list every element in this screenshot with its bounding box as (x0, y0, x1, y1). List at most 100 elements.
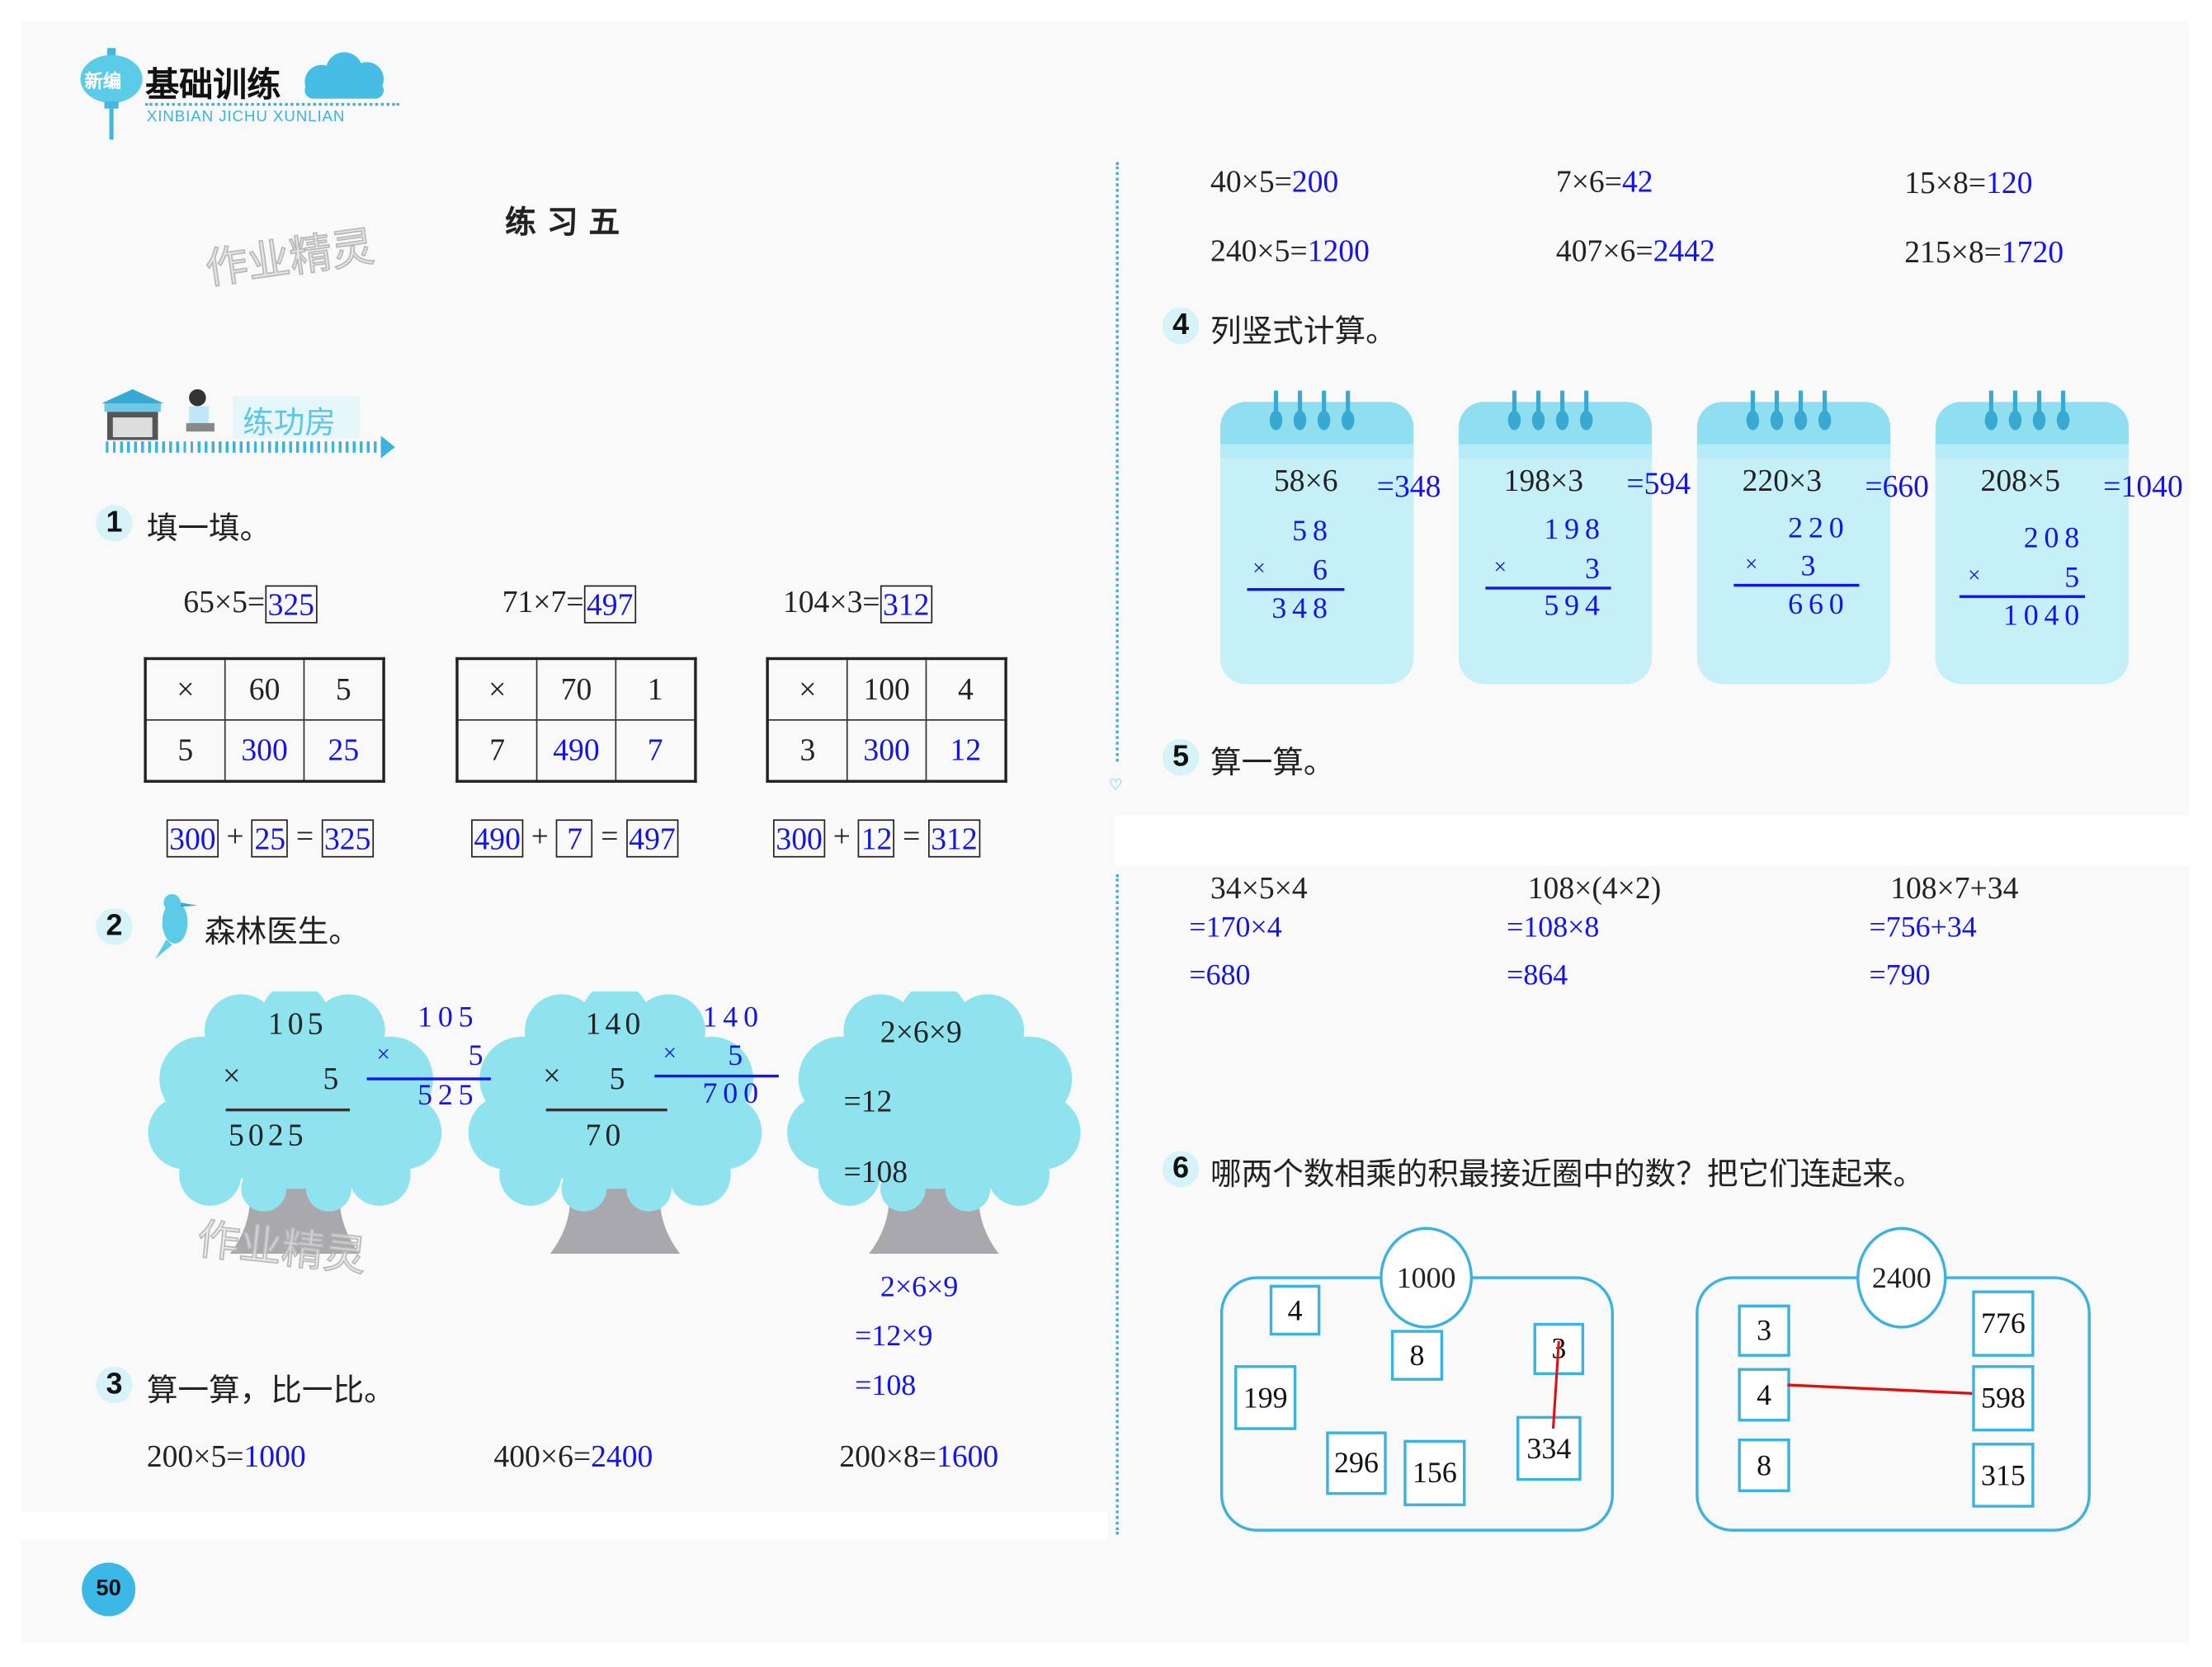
lesson-title: 练 习 五 (505, 205, 620, 242)
lantern-logo-icon (79, 48, 144, 147)
equation: 40×5=200 (1210, 163, 1338, 200)
column-divider (1115, 874, 1119, 1535)
equation-expr: 407×6= (1555, 233, 1653, 268)
sum-equation: 490 + 7 = 497 (471, 817, 679, 859)
ring-icon (1269, 390, 1283, 433)
banner-ruler (106, 441, 383, 453)
correction-line: =12×9 (855, 1318, 933, 1353)
question-number: 3 (96, 1366, 133, 1404)
answer-box: 300 (166, 820, 219, 859)
column-divider (1115, 162, 1119, 762)
tree-calc-factor: 5 (323, 1060, 339, 1096)
vertical-mul: × (1252, 557, 1266, 582)
target-circle: 1000 (1380, 1227, 1474, 1329)
equals-sign: = (903, 817, 921, 854)
number-box[interactable]: 3 (1738, 1304, 1790, 1357)
equation: 240×5=1200 (1210, 233, 1370, 269)
expression: 34×5×4 (1210, 869, 1308, 906)
number-box[interactable]: 156 (1403, 1439, 1466, 1507)
vertical-rule (1485, 586, 1611, 589)
page-number: 50 (82, 1562, 136, 1617)
number-box[interactable]: 4 (1738, 1368, 1790, 1422)
correction-top: 140 (702, 1000, 764, 1034)
correction-rule (366, 1077, 492, 1081)
question-title: 森林医生。 (204, 915, 361, 951)
vertical-top: 198 (1544, 511, 1606, 546)
number-box[interactable]: 8 (1738, 1438, 1790, 1492)
number-box[interactable]: 296 (1326, 1431, 1387, 1495)
tree-calc-line: =12 (843, 1083, 893, 1118)
table-cell: 1 (615, 657, 696, 721)
cloud-icon (294, 51, 389, 107)
target-circle: 2400 (1856, 1227, 1947, 1329)
number-box[interactable]: 199 (1234, 1365, 1297, 1430)
answer-box: 312 (880, 586, 932, 624)
answer-cell: 7 (615, 719, 696, 783)
number-box[interactable]: 598 (1972, 1365, 2035, 1432)
vertical-result: 1040 (2002, 597, 2086, 632)
vertical-result: 348 (1271, 591, 1333, 625)
number-box[interactable]: 8 (1390, 1330, 1444, 1381)
section-banner: 练功房 (243, 406, 336, 442)
number-box[interactable]: 4 (1269, 1284, 1321, 1336)
answer: 42 (1621, 163, 1653, 200)
vertical-factor: 5 (2064, 559, 2086, 594)
ring-icon (2008, 390, 2022, 433)
arrow-icon (380, 436, 395, 459)
ring-icon (2032, 390, 2046, 433)
vertical-factor: 3 (1584, 551, 1606, 586)
woodpecker-icon (147, 892, 200, 968)
question-number: 5 (1162, 738, 1200, 776)
question-title: 算一算，比一比。 (146, 1373, 395, 1410)
vertical-factor: 6 (1312, 553, 1333, 587)
equation-expr: 7×6= (1555, 163, 1622, 200)
tree-calc-mul: × (223, 1057, 241, 1094)
answer-box: 325 (321, 820, 374, 859)
step: =680 (1189, 957, 1251, 991)
ring-icon (1531, 390, 1545, 433)
correction-result: 525 (417, 1077, 479, 1112)
ring-icon (1579, 390, 1593, 433)
equation: 407×6=2442 (1556, 233, 1715, 269)
table-cell: × (456, 657, 538, 721)
vertical-top: 58 (1292, 513, 1333, 548)
answer: 2442 (1653, 233, 1715, 268)
number-box[interactable]: 315 (1972, 1443, 2035, 1508)
expression: 108×7+34 (1890, 869, 2019, 906)
workbook-pinyin: XINBIAN JICHU XUNLIAN (146, 108, 346, 126)
number-box[interactable]: 776 (1972, 1290, 2035, 1357)
correction-mul: × (376, 1040, 390, 1068)
temple-icon (99, 384, 167, 449)
equation-expr: 240×5= (1210, 233, 1308, 268)
answer-box: 7 (556, 820, 593, 859)
equation: 15×8=120 (1904, 165, 2032, 201)
logo-badge: 新编 (84, 72, 122, 93)
equation: 7×6=42 (1556, 163, 1653, 200)
answer: 120 (1986, 165, 2033, 200)
equals-sign: = (601, 817, 619, 854)
correction-line: =108 (855, 1368, 917, 1402)
equation-expr: 71×7= (502, 583, 584, 619)
ring-icon (1317, 390, 1331, 433)
number-box[interactable]: 3 (1533, 1322, 1585, 1376)
equation-expr: 200×8= (839, 1438, 937, 1474)
vertical-calc-expr: 208×5 (1980, 462, 2061, 498)
correction-factor: 5 (468, 1038, 483, 1072)
answer: 1000 (243, 1438, 306, 1474)
notepad-body (1696, 444, 1891, 685)
answer: 1200 (1307, 233, 1370, 268)
answer: 1600 (936, 1438, 999, 1474)
notepad-body (1935, 444, 2129, 685)
correction-top: 105 (417, 1000, 479, 1034)
notepad-card: 58×6 =348 58 × 6 348 (1219, 390, 1441, 685)
table-cell: 4 (925, 657, 1007, 721)
banner-label-bg (233, 396, 360, 439)
notepad-card: 208×5 =1040 208 × 5 1040 (1935, 390, 2183, 685)
correction-factor: 5 (728, 1038, 743, 1072)
expression: 108×(4×2) (1527, 869, 1662, 906)
page-splice (21, 1511, 1108, 1541)
step: =864 (1507, 957, 1568, 991)
answer-cell: 300 (224, 719, 305, 783)
number-box[interactable]: 334 (1516, 1415, 1582, 1481)
equation: 215×8=1720 (1904, 234, 2063, 271)
